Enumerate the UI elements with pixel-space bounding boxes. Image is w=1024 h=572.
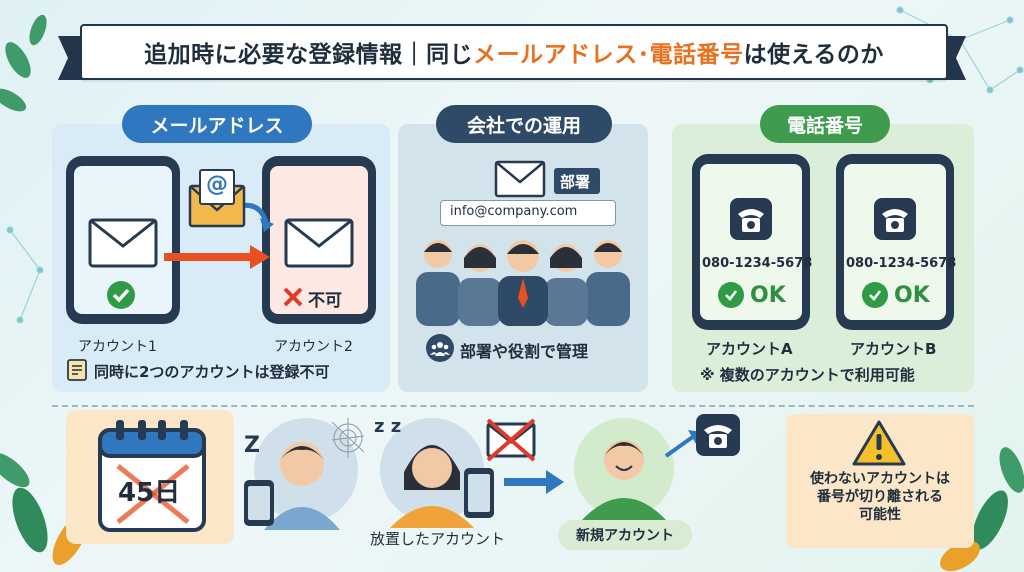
check-circle-icon bbox=[718, 282, 744, 308]
account-a-phone bbox=[692, 154, 810, 330]
team-icon-glyph bbox=[430, 342, 450, 356]
mail-icon bbox=[284, 218, 354, 268]
section-divider bbox=[52, 405, 974, 407]
email-heading: メールアドレス bbox=[122, 105, 312, 143]
sleeping-woman-illustration: z z bbox=[374, 416, 494, 528]
email-note: 同時に2つのアカウントは登録不可 bbox=[94, 363, 330, 381]
ok-badge-b: OK bbox=[862, 282, 930, 308]
dept-tag bbox=[554, 168, 600, 194]
not-allowed-label: 不可 bbox=[308, 291, 342, 311]
warning-line3: 可能性 bbox=[859, 507, 901, 523]
telephone-icon bbox=[730, 198, 772, 240]
days-label: 45日 bbox=[118, 478, 181, 508]
warning-icon bbox=[852, 420, 906, 466]
warning-line2: 番号が切り離される bbox=[817, 489, 943, 505]
telephone-icon bbox=[696, 414, 740, 456]
phone-note: ※ 複数のアカウントで利用可能 bbox=[700, 366, 915, 384]
mail-icon bbox=[88, 218, 158, 268]
check-circle-icon bbox=[107, 281, 135, 309]
ok-badge-a: OK bbox=[718, 282, 786, 308]
sleeping-man-illustration: Z bbox=[244, 418, 364, 530]
cross-icon bbox=[283, 287, 303, 307]
mail-icon bbox=[494, 160, 546, 198]
abandoned-label: 放置したアカウント bbox=[370, 530, 506, 548]
phone-number-b: 080-1234-5678 bbox=[846, 256, 957, 271]
account-b-label: アカウントB bbox=[850, 340, 937, 358]
account-b-phone bbox=[836, 154, 954, 330]
telephone-icon bbox=[874, 198, 916, 240]
company-heading: 会社での運用 bbox=[436, 105, 612, 143]
email-transfer-graphic bbox=[188, 169, 274, 232]
crossed-mail-icon bbox=[486, 418, 536, 462]
phone-number-a: 080-1234-5678 bbox=[702, 256, 813, 271]
account-a-label: アカウントA bbox=[706, 340, 793, 358]
page-title: 追加時に必要な登録情報｜同じメールアドレス･電話番号は使えるのか bbox=[80, 24, 948, 80]
company-email: info@company.com bbox=[450, 204, 578, 219]
warning-line1: 使わないアカウントは bbox=[810, 471, 950, 487]
ok-label-a: OK bbox=[750, 282, 786, 308]
account2-label: アカウント2 bbox=[274, 339, 353, 355]
new-account-person-illustration bbox=[574, 418, 674, 520]
company-email-box bbox=[440, 200, 616, 226]
check-circle-icon bbox=[862, 282, 888, 308]
phone-heading: 電話番号 bbox=[760, 105, 890, 143]
title-part2: は使えるのか bbox=[743, 42, 884, 68]
warning-text: 使わないアカウントは 番号が切り離される 可能性 bbox=[786, 470, 974, 524]
dept-tag-label: 部署 bbox=[560, 173, 591, 191]
ok-label-b: OK bbox=[894, 282, 930, 308]
title-highlight: メールアドレス･電話番号 bbox=[473, 42, 744, 68]
at-symbol: @ bbox=[206, 172, 228, 197]
people-group-icon bbox=[416, 240, 630, 326]
calendar-icon bbox=[98, 420, 206, 532]
svg-text:Z: Z bbox=[244, 433, 260, 458]
svg-text:z z: z z bbox=[374, 416, 401, 437]
memo-icon bbox=[67, 359, 87, 381]
manage-label: 部署や役割で管理 bbox=[460, 342, 589, 361]
account1-label: アカウント1 bbox=[78, 339, 157, 355]
blue-arrow bbox=[504, 470, 564, 494]
red-arrow bbox=[164, 245, 270, 269]
title-part1: 追加時に必要な登録情報｜同じ bbox=[144, 42, 474, 68]
new-account-label: 新規アカウント bbox=[558, 520, 692, 550]
